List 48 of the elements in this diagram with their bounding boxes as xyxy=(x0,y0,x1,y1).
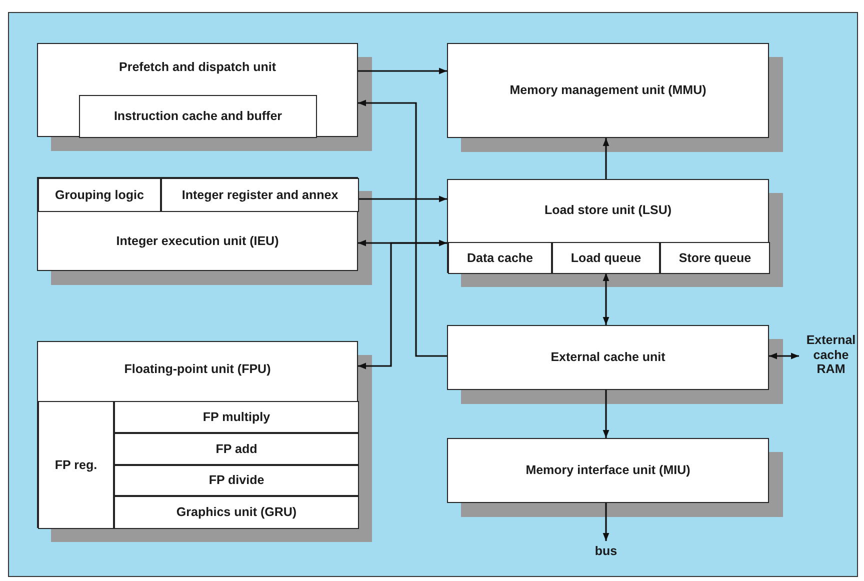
arrow xyxy=(358,68,447,74)
arrow xyxy=(358,100,447,357)
unit-label: FP add xyxy=(216,442,258,456)
unit-box xyxy=(447,179,769,273)
sub-unit-box xyxy=(161,178,359,212)
unit-label: FP divide xyxy=(208,473,264,488)
sub-unit-box xyxy=(79,95,317,138)
unit-label: External cache unit xyxy=(550,350,666,365)
unit-label: Memory management unit (MMU) xyxy=(510,83,706,98)
sub-unit-box xyxy=(660,242,770,274)
sub-unit-box xyxy=(38,401,114,529)
unit-label: FP multiply xyxy=(202,410,270,424)
caption-text: External cache RAM xyxy=(805,333,857,377)
arrow xyxy=(358,242,447,370)
unit-box xyxy=(37,177,358,271)
unit-label: Store queue xyxy=(678,250,752,266)
arrow xyxy=(602,390,610,438)
unit-label: Integer register and annex xyxy=(182,188,338,202)
arrow xyxy=(602,503,610,541)
unit-label: Memory interface unit (MIU) xyxy=(526,463,690,478)
sub-unit-box xyxy=(38,178,161,212)
arrow xyxy=(358,240,447,246)
unit-label: Instruction cache and buffer xyxy=(114,109,282,124)
unit-box xyxy=(447,43,769,138)
arrow xyxy=(602,273,610,325)
sub-unit-box xyxy=(114,433,359,465)
sub-unit-box xyxy=(552,242,660,274)
unit-label: Integer execution unit (IEU) xyxy=(116,234,279,248)
sub-unit-box xyxy=(448,242,552,274)
sub-unit-box xyxy=(114,496,359,529)
arrow xyxy=(602,138,610,179)
unit-label: Floating-point unit (FPU) xyxy=(124,362,271,376)
unit-label: Prefetch and dispatch unit xyxy=(119,60,276,74)
unit-label: Load queue xyxy=(570,250,642,266)
unit-label: Data cache xyxy=(466,250,533,266)
unit-label: FP reg. xyxy=(54,458,98,472)
unit-box xyxy=(447,438,769,503)
unit-box xyxy=(447,325,769,390)
unit-box xyxy=(37,43,358,137)
unit-label: Load store unit (LSU) xyxy=(544,202,672,218)
unit-label: Grouping logic xyxy=(55,188,144,202)
arrow xyxy=(358,196,447,202)
unit-label: Graphics unit (GRU) xyxy=(176,505,297,520)
caption-text: bus xyxy=(594,544,618,558)
arrow xyxy=(769,352,799,360)
sub-unit-box xyxy=(114,465,359,496)
sub-unit-box xyxy=(114,401,359,433)
unit-box xyxy=(37,341,358,528)
